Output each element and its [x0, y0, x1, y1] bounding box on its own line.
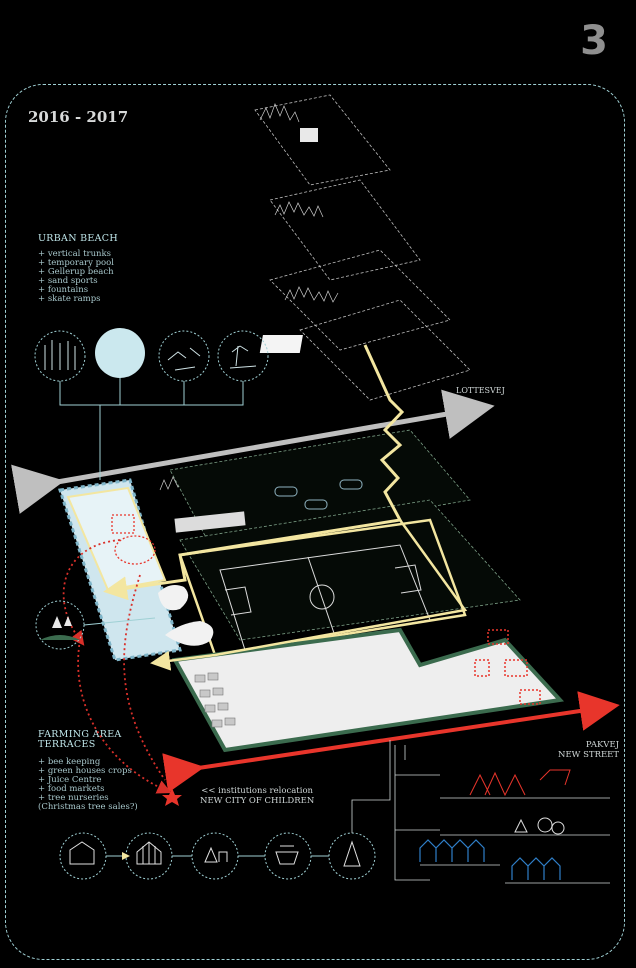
section-sketch-2: [514, 817, 565, 835]
institutions-line2: NEW CITY OF CHILDREN: [200, 796, 315, 806]
beach-pools: [111, 514, 156, 565]
farming-legend: FARMING AREA TERRACES + bee keeping + gr…: [38, 730, 198, 812]
white-blob-1: [158, 585, 189, 611]
layer-3: [269, 249, 451, 351]
farming-title: FARMING AREA TERRACES: [38, 730, 198, 750]
farming-item: (Christmas tree sales?): [38, 802, 138, 812]
building-white-2: [300, 128, 318, 142]
urban-beach-item: + Gellerup beach: [38, 267, 114, 277]
upper-layers: [254, 94, 471, 401]
palm-beach-icon: [217, 330, 269, 382]
bee-keeping-icon: [59, 832, 107, 880]
layer-2: [269, 179, 421, 281]
building-white: [259, 335, 303, 353]
section-connectors: [351, 740, 440, 881]
mid-layers: [169, 429, 521, 641]
farming-item: + green houses crops: [38, 766, 132, 776]
fountain-icon: [158, 330, 210, 382]
farming-item: + Juice Centre: [38, 775, 102, 785]
food-market-icon: [264, 832, 312, 880]
urban-beach-item: + skate ramps: [38, 294, 101, 304]
layer-top: [254, 94, 391, 186]
juice-centre-icon: [191, 832, 239, 880]
layer-4: [299, 299, 471, 401]
urban-beach-icons: [34, 330, 269, 382]
urban-beach-item: + sand sports: [38, 276, 98, 286]
yellow-path-2: [150, 519, 468, 671]
farming-item: + bee keeping: [38, 757, 101, 767]
pitch-border: [178, 518, 467, 657]
urban-beach-item: + vertical trunks: [38, 249, 112, 259]
urban-beach-item: + temporary pool: [38, 258, 114, 268]
farming-title-line1: FARMING AREA: [38, 729, 122, 740]
white-blob-2: [165, 621, 214, 646]
farming-item: + food markets: [38, 784, 105, 794]
pool-icon: [95, 328, 145, 378]
urban-beach-title: URBAN BEACH: [38, 233, 118, 244]
blue-greenhouses: [419, 839, 561, 880]
dashed-frame: [5, 84, 625, 960]
period-title: 2016 - 2017: [28, 108, 129, 126]
skate-ramp: [174, 511, 246, 533]
pakvej-arrow: [162, 691, 620, 793]
farming-item: + tree nurseries: [38, 793, 109, 803]
urban-beach-legend: URBAN BEACH + vertical trunks + temporar…: [38, 234, 178, 304]
section-sketch-1: [469, 769, 571, 797]
icon-connectors: [59, 378, 244, 480]
yellow-path: [103, 344, 405, 601]
vertical-trunks-icon: [34, 330, 86, 382]
urban-beach-item: + fountains: [38, 285, 89, 295]
farming-plane: [171, 627, 565, 753]
red-star-icon: [162, 788, 182, 806]
farming-title-line2: TERRACES: [38, 739, 96, 750]
red-dotted-arrows: [62, 539, 172, 794]
lottesvej-arrow: [11, 389, 495, 514]
page-number: 3: [580, 18, 608, 64]
tree-nursery-icon: [328, 832, 376, 880]
